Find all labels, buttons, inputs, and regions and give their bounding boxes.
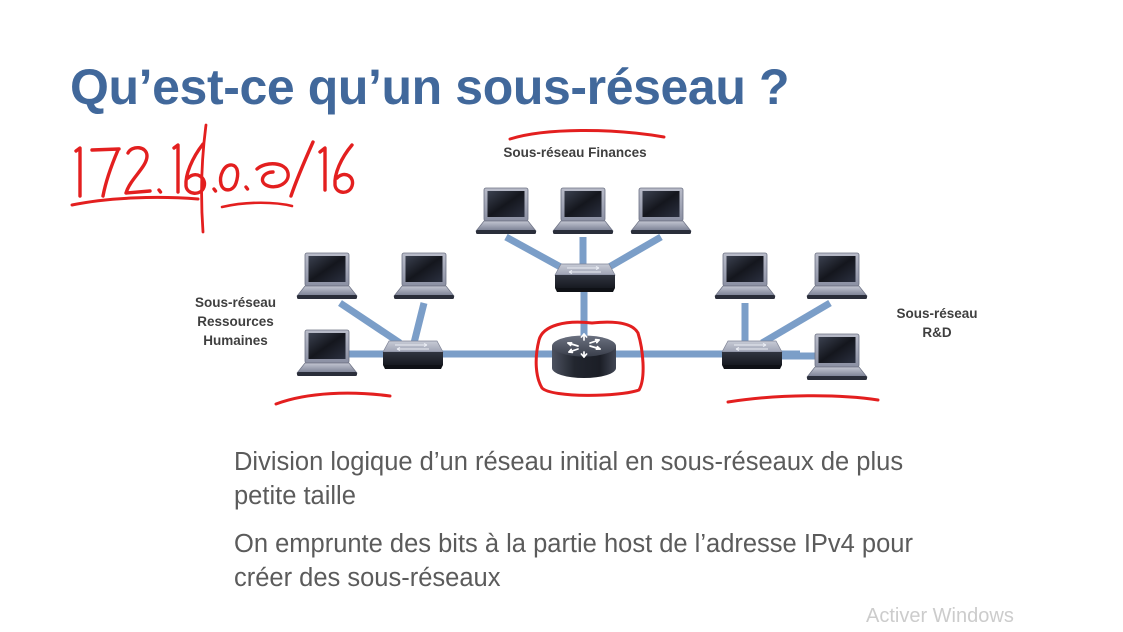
laptop-node bbox=[806, 332, 868, 382]
laptop-node bbox=[714, 251, 776, 301]
laptop-node bbox=[630, 186, 692, 236]
laptop-node bbox=[806, 251, 868, 301]
laptop-node bbox=[296, 251, 358, 301]
laptop-node bbox=[475, 186, 537, 236]
subnet-label-finances: Sous-réseau Finances bbox=[503, 145, 647, 160]
laptop-node bbox=[552, 186, 614, 236]
page-title: Qu’est-ce qu’un sous-réseau ? bbox=[70, 59, 790, 115]
router-node bbox=[548, 330, 620, 382]
windows-activation-watermark: Activer Windows bbox=[866, 605, 1014, 627]
laptop-node bbox=[296, 328, 358, 378]
body-paragraph-1: Division logique d’un réseau initial en … bbox=[234, 448, 904, 510]
subnet-label-ressources-humaines: Sous-réseau Ressources Humaines bbox=[194, 295, 277, 349]
switch-node bbox=[379, 339, 445, 373]
subnet-label-rd: Sous-réseau R&D bbox=[896, 306, 978, 341]
switch-node bbox=[718, 339, 784, 373]
body-paragraph-2: On emprunte des bits à la partie host de… bbox=[234, 530, 913, 592]
switch-node bbox=[551, 262, 617, 296]
laptop-node bbox=[393, 251, 455, 301]
